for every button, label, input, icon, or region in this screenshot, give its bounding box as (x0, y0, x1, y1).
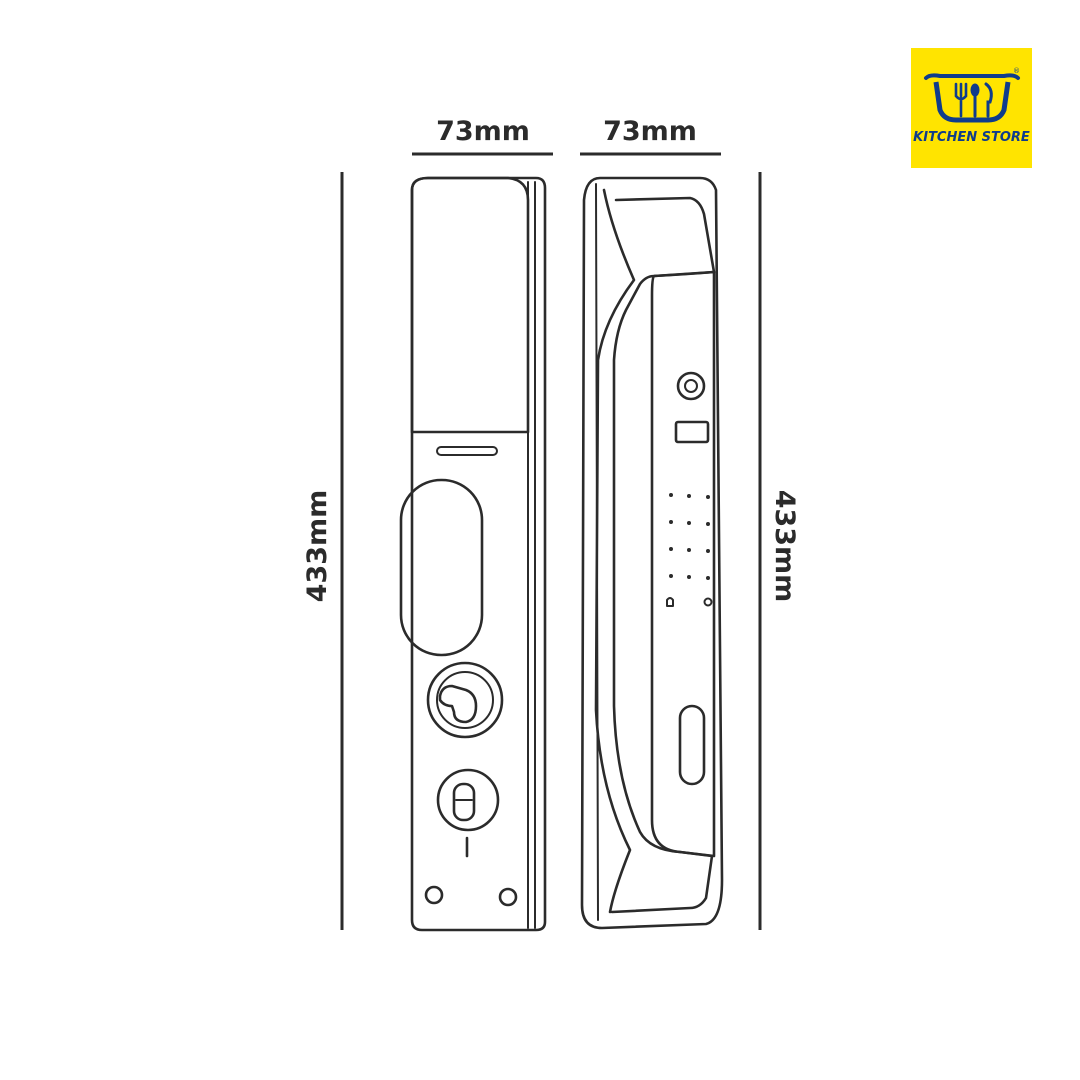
front-width-label: 73mm (436, 116, 530, 147)
logo-background (911, 48, 1032, 168)
lock-front-view (399, 176, 547, 932)
card-reader-sensor (674, 420, 710, 444)
pot-utensils-icon (924, 73, 1020, 123)
key-cylinder-knob (436, 768, 500, 832)
front-height-dimension: 433mm (302, 172, 344, 930)
keypad-face (650, 270, 716, 858)
keypad-buttons (669, 493, 710, 580)
lock-status-icon (703, 597, 713, 607)
lock-side-view (580, 176, 724, 930)
sliding-cover-panel (410, 176, 530, 434)
screw-hole-right (498, 887, 518, 907)
bell-icon (666, 597, 674, 607)
front-body-outline (410, 176, 547, 932)
camera-lens-inner (684, 379, 698, 393)
front-handle (399, 478, 484, 657)
side-width-label: 73mm (603, 116, 697, 147)
front-height-label: 433mm (302, 490, 333, 603)
side-face-panel (610, 196, 716, 914)
thumb-turn-knob (426, 661, 504, 739)
side-height-dimension: 433mm (758, 172, 800, 930)
brand-name: KITCHEN STORE (913, 130, 1030, 145)
kitchen-store-logo: ® KITCHEN STORE (911, 48, 1032, 168)
camera-lens (676, 371, 706, 401)
front-width-dimension: 73mm (412, 116, 553, 156)
side-body-outline (580, 176, 724, 930)
screw-hole-left (424, 885, 444, 905)
registered-mark: ® (1013, 67, 1020, 75)
fingerprint-sensor (678, 704, 706, 786)
side-handle-curve (594, 188, 636, 914)
cover-slot (436, 446, 498, 456)
side-height-label: 433mm (769, 490, 800, 603)
side-width-dimension: 73mm (580, 116, 721, 156)
